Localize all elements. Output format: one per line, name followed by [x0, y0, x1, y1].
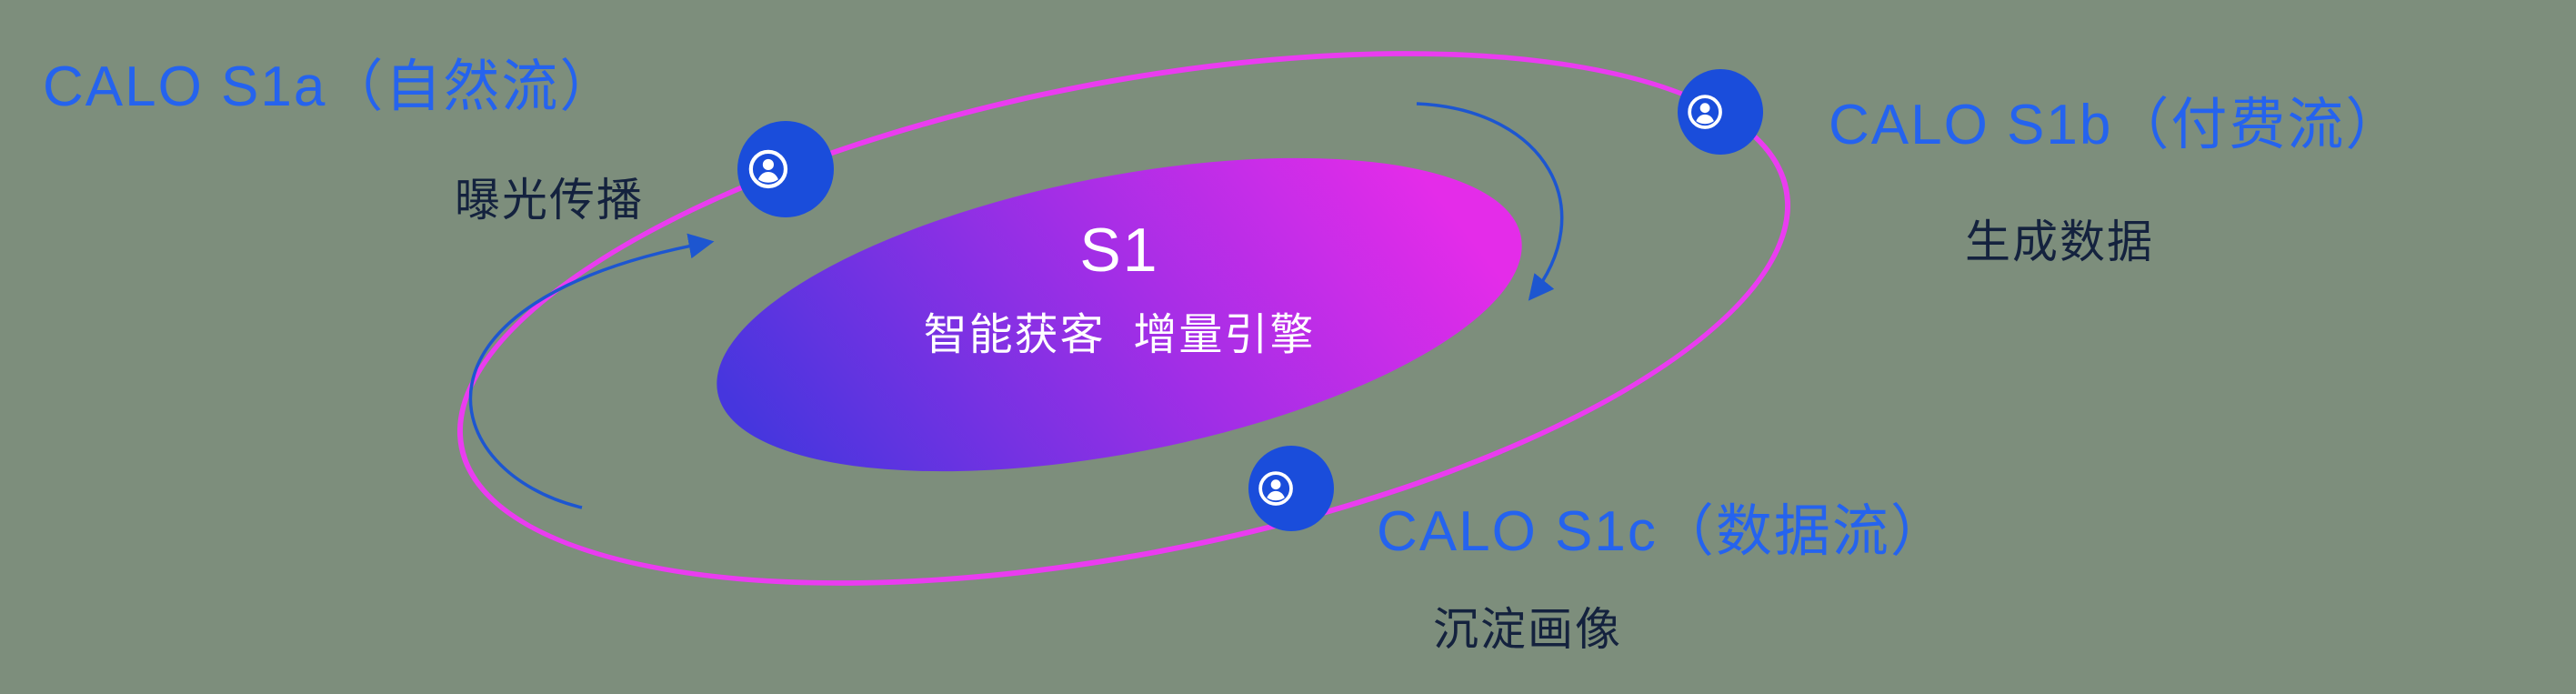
core-subtitle: 智能获客 增量引擎 — [923, 311, 1316, 359]
core-text: S1 智能获客 增量引擎 — [847, 215, 1392, 362]
label-s1c: CALO S1c（数据流） — [1377, 500, 1949, 563]
sublabel-s1b: 生成数据 — [1965, 216, 2154, 267]
user-circle-icon — [1678, 85, 1763, 139]
node-s1a — [737, 121, 834, 217]
label-s1a: CALO S1a（自然流） — [43, 55, 618, 118]
sublabel-s1c: 沉淀画像 — [1433, 604, 1622, 655]
sublabel-s1a: 曝光传播 — [455, 175, 644, 226]
core-title: S1 — [1079, 216, 1159, 285]
label-s1b: CALO S1b（付费流） — [1829, 94, 2404, 156]
node-s1c — [1248, 446, 1334, 531]
user-circle-icon — [1248, 461, 1334, 516]
node-s1b — [1678, 69, 1763, 155]
user-circle-icon — [737, 138, 834, 200]
